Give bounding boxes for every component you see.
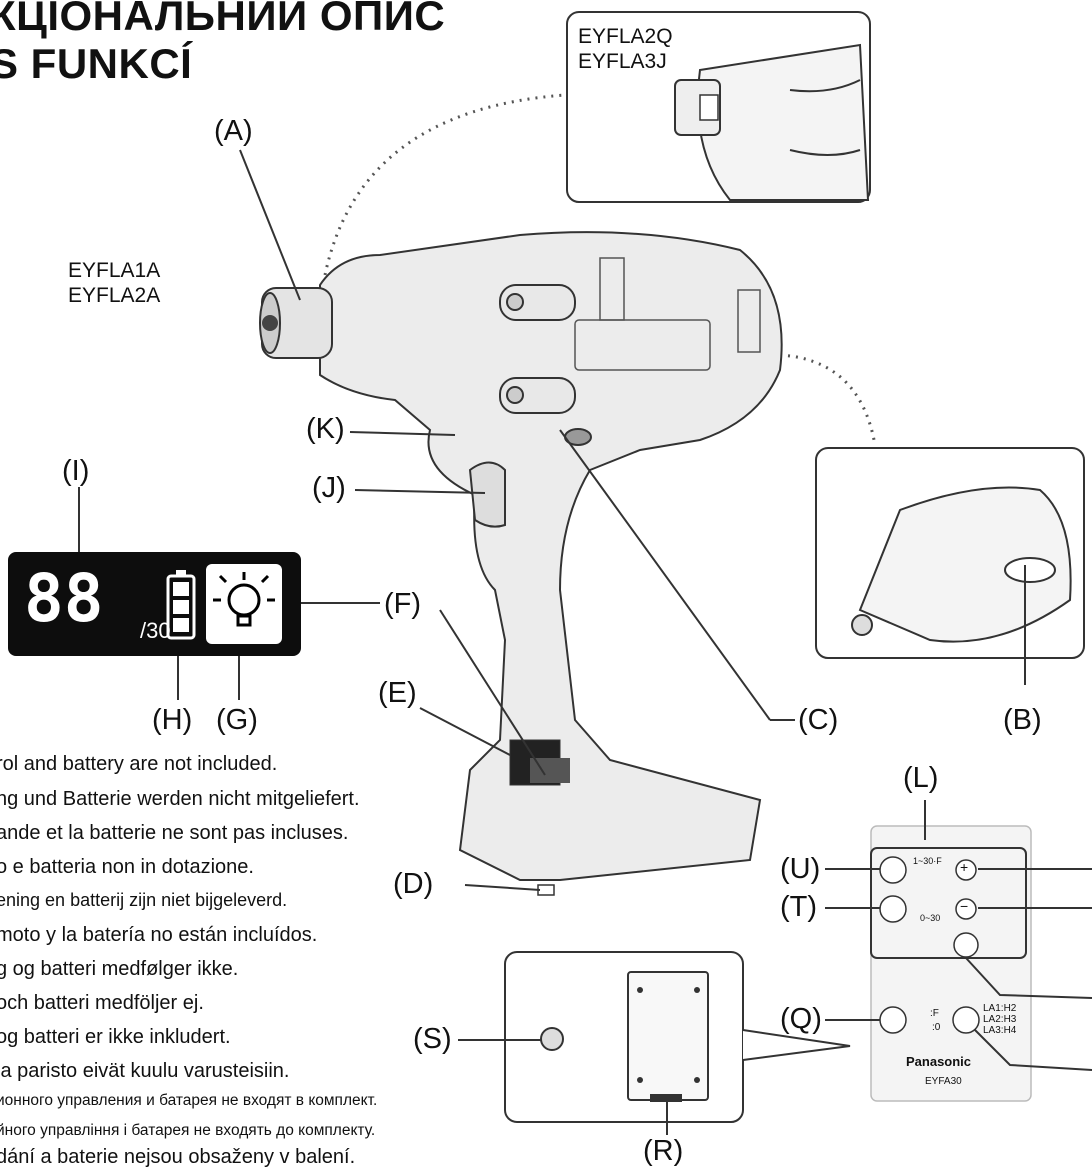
- callout-a: (A): [214, 115, 253, 147]
- callout-l: (L): [903, 762, 939, 794]
- remote-button-t: [879, 895, 907, 923]
- remote-q-label-f: :F: [930, 1008, 939, 1019]
- note-ukrainian: йного управління і батарея не входять до…: [0, 1122, 376, 1139]
- callout-t: (T): [780, 891, 818, 923]
- remote-plus-button: [955, 859, 977, 881]
- lcd-display: 88 /30: [8, 552, 301, 656]
- callout-s: (S): [413, 1023, 452, 1055]
- callout-j: (J): [312, 472, 346, 504]
- callout-c: (C): [798, 704, 839, 736]
- tool-body-outline: [319, 231, 783, 881]
- bulb-icon: [213, 572, 275, 627]
- callout-e: (E): [378, 677, 417, 709]
- remote-button-la: [952, 1006, 980, 1034]
- remote-t-range: 0~30: [920, 913, 941, 923]
- remote-q-label-0: :0: [932, 1022, 941, 1033]
- remote-la-line-3: LA3:H4: [983, 1025, 1017, 1036]
- note-finnish: ja paristo eivät kuulu varusteisiin.: [0, 1060, 290, 1082]
- remote-la-line-1: LA1:H2: [983, 1003, 1017, 1014]
- trigger: [468, 461, 506, 528]
- display-suffix: /30: [140, 618, 171, 643]
- note-dutch: ening en batterij zijn niet bijgeleverd.: [0, 890, 288, 910]
- callout-g: (G): [216, 704, 258, 736]
- model-label-left-2: EYFLA2A: [68, 284, 161, 307]
- remote-button-q: [879, 1006, 907, 1034]
- note-italian: o e batteria non in dotazione.: [0, 856, 254, 878]
- note-czech: dání a baterie nejsou obsaženy v balení.: [0, 1146, 356, 1168]
- note-danish: g og batteri medfølger ikke.: [0, 958, 239, 980]
- battery-gauge-icon: [166, 570, 196, 640]
- note-spanish: moto y la batería no están incluídos.: [0, 924, 318, 946]
- dotted-connector-right: [779, 353, 877, 446]
- callout-r: (R): [643, 1135, 684, 1167]
- page-heading-line1: КЦІОНАЛЬНИЙ ОПИС: [0, 0, 446, 39]
- note-english: rol and battery are not included.: [0, 753, 278, 775]
- remote-minus-label: −: [960, 898, 969, 914]
- light-indicator: [206, 564, 282, 644]
- display-digits: 88: [24, 560, 104, 637]
- callout-h: (H): [152, 704, 193, 736]
- model-label-top-1: EYFLA2Q: [578, 25, 673, 48]
- note-german: ng und Batterie werden nicht mitgeliefer…: [0, 788, 360, 810]
- remote-model: EYFA30: [925, 1076, 962, 1087]
- remote-la-line-2: LA2:H3: [983, 1014, 1017, 1025]
- note-russian: ионного управления и батарея не входят в…: [0, 1092, 378, 1109]
- remote-brand: Panasonic: [906, 1054, 972, 1069]
- model-label-left-1: EYFLA1A: [68, 259, 161, 282]
- remote-plus-label: +: [960, 859, 969, 875]
- page-heading-line2: S FUNKCÍ: [0, 40, 193, 87]
- note-french: ande et la batterie ne sont pas incluses…: [0, 822, 349, 844]
- remote-button-u: [879, 856, 907, 884]
- remote-minus-button: [955, 898, 977, 920]
- remote-u-range: 1~30·F: [913, 856, 942, 866]
- callout-q: (Q): [780, 1003, 822, 1035]
- setting-button: [540, 1027, 564, 1051]
- remote-control: [870, 825, 1032, 1102]
- callout-f: (F): [384, 588, 422, 620]
- model-label-top-2: EYFLA3J: [578, 50, 667, 73]
- remote-button-send: [953, 932, 979, 958]
- square-drive-anvil: [674, 79, 721, 136]
- dotted-connector-top: [323, 93, 566, 276]
- callout-d: (D): [393, 868, 434, 900]
- note-norwegian: og batteri er ikke inkludert.: [0, 1026, 231, 1048]
- callout-i: (I): [62, 455, 90, 487]
- note-swedish: och batteri medföljer ej.: [0, 992, 204, 1014]
- callout-k: (K): [306, 413, 345, 445]
- lamp-lens: [1004, 557, 1056, 583]
- callout-u: (U): [780, 853, 821, 885]
- callout-b: (B): [1003, 704, 1042, 736]
